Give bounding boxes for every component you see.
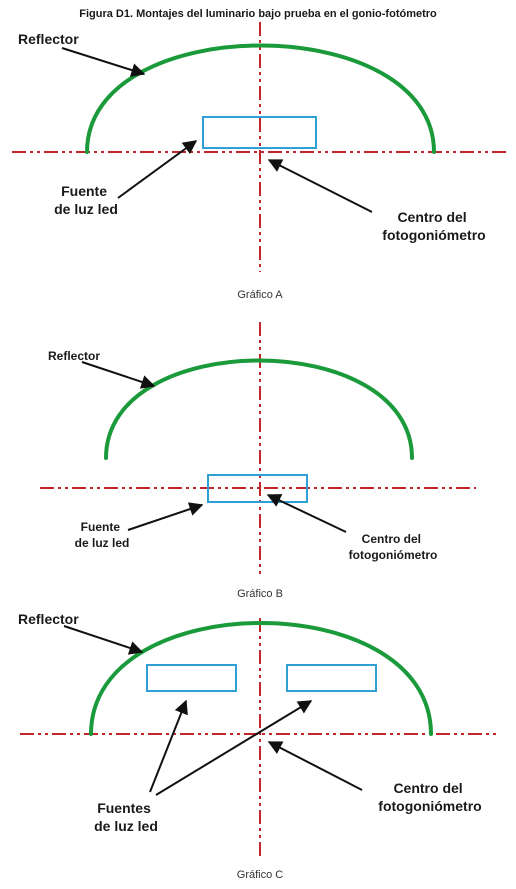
- reflector-arc-b: [104, 358, 414, 460]
- arrow-source-c-right: [155, 700, 313, 796]
- source-label-c: Fuentes de luz led: [94, 800, 158, 834]
- figure-title: Figura D1. Montajes del luminario bajo p…: [79, 8, 437, 20]
- center-label-c-line2: fotogoniómetro: [378, 798, 481, 814]
- led-source-c-left: [146, 664, 237, 692]
- center-label-a-line1: Centro del: [397, 209, 466, 225]
- arrow-source-b: [127, 502, 204, 531]
- led-source-b: [207, 474, 308, 503]
- center-label-c-line1: Centro del: [393, 780, 462, 796]
- center-label-a-line2: fotogoniómetro: [382, 227, 485, 243]
- source-label-a-line2: de luz led: [54, 201, 118, 217]
- arrow-center-a: [267, 159, 373, 213]
- reflector-arc-a: [85, 43, 436, 154]
- source-label-a-line1: Fuente: [61, 183, 107, 199]
- arrow-source-a: [117, 140, 198, 199]
- arrow-reflector-a: [61, 47, 146, 77]
- source-label-c-line1: Fuentes: [97, 800, 151, 816]
- led-source-c-right: [286, 664, 377, 692]
- arrow-center-b: [266, 494, 347, 533]
- reflector-arc-c: [89, 621, 433, 736]
- arrow-reflector-b: [81, 361, 156, 389]
- reflector-label-c: Reflector: [18, 611, 79, 627]
- caption-b: Gráfico B: [237, 588, 283, 600]
- led-source-a: [202, 116, 317, 149]
- center-label-a: Centro del fotogoniómetro: [382, 209, 485, 243]
- center-label-b-line2: fotogoniómetro: [349, 548, 438, 562]
- source-label-b-line2: de luz led: [75, 536, 130, 550]
- diagram-c: Reflector Fuentes de luz led Centro del …: [18, 611, 500, 881]
- diagram-b: Reflector Fuente de luz led Centro del f…: [40, 322, 476, 600]
- source-label-b: Fuente de luz led: [75, 520, 130, 550]
- center-label-c: Centro del fotogoniómetro: [378, 780, 481, 814]
- caption-a: Gráfico A: [237, 289, 283, 301]
- reflector-label-a: Reflector: [18, 31, 79, 47]
- reflector-label-b: Reflector: [48, 349, 100, 363]
- source-label-a: Fuente de luz led: [54, 183, 118, 217]
- source-label-c-line2: de luz led: [94, 818, 158, 834]
- arrow-source-c-left: [149, 699, 188, 793]
- arrow-reflector-c: [63, 625, 144, 655]
- diagram-a: Reflector Fuente de luz led Centro del f…: [12, 22, 508, 301]
- center-label-b: Centro del fotogoniómetro: [349, 532, 438, 562]
- center-label-b-line1: Centro del: [362, 532, 421, 546]
- source-label-b-line1: Fuente: [81, 520, 121, 534]
- arrow-center-c: [267, 741, 363, 791]
- caption-c: Gráfico C: [237, 869, 284, 881]
